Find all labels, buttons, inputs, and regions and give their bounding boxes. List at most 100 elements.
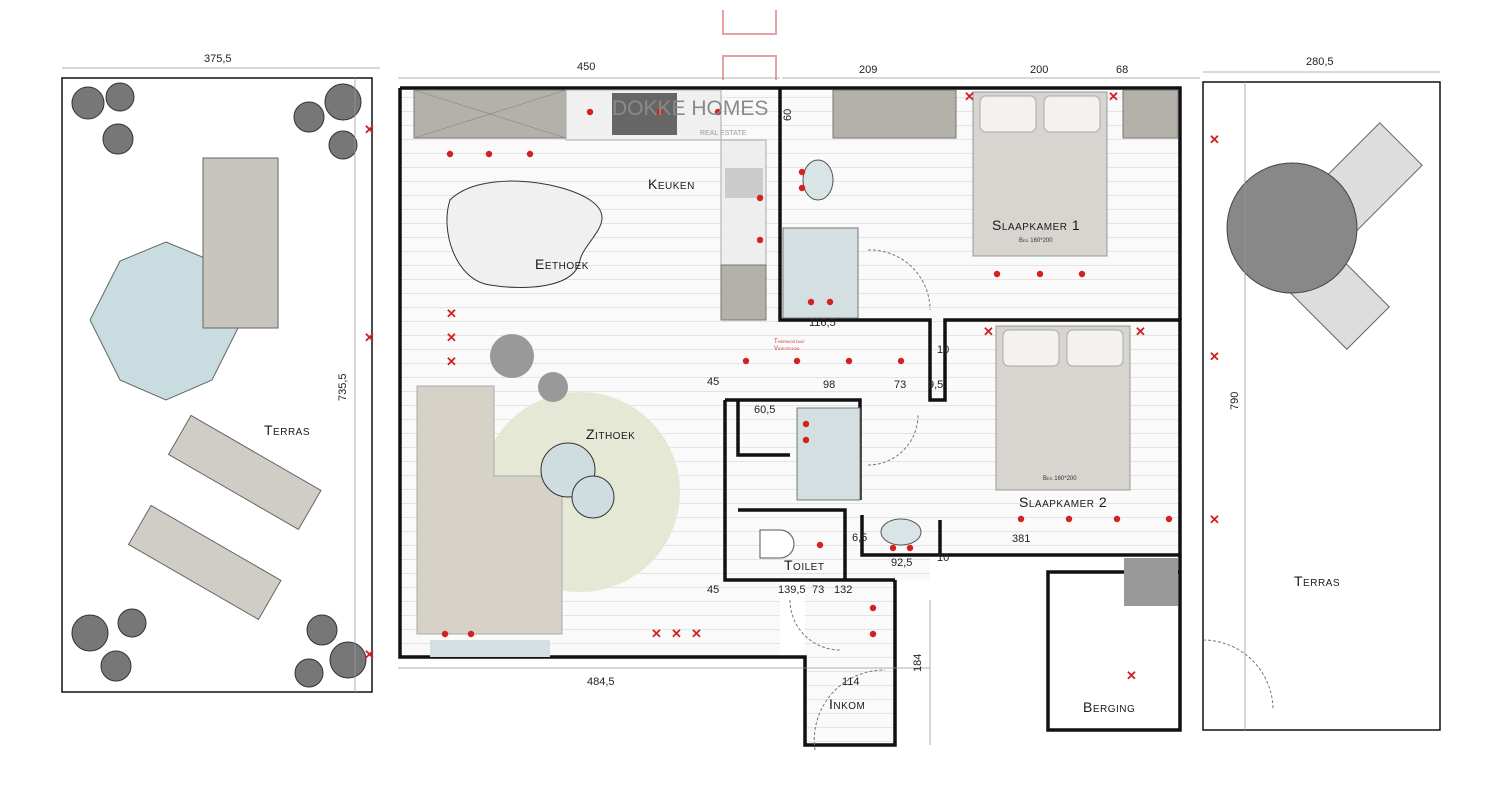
outlet-marker: ✕ (983, 324, 994, 339)
svg-text:484,5: 484,5 (587, 676, 615, 688)
washbasin-2 (880, 518, 922, 546)
outlet-marker: ✕ (1135, 324, 1146, 339)
outlet-marker: ✕ (964, 89, 975, 104)
shower-1 (782, 227, 859, 319)
electrical-point (807, 298, 815, 306)
outlet-marker: ✕ (1126, 668, 1137, 683)
svg-text:60,5: 60,5 (754, 404, 775, 416)
electrical-point (756, 194, 764, 202)
outlet-marker: ✕ (1108, 89, 1119, 104)
electrical-point (802, 436, 810, 444)
electrical-point (802, 420, 810, 428)
electrical-point (1078, 270, 1086, 278)
outlet-marker: ✕ (651, 626, 662, 641)
svg-text:10: 10 (937, 552, 949, 564)
bed-1-size: Bed 160*200 (1019, 238, 1053, 244)
electrical-point (441, 630, 449, 638)
outlet-marker: ✕ (1209, 512, 1220, 527)
watermark-brand: DOKKE HOMES (612, 97, 768, 120)
electrical-point (1113, 515, 1121, 523)
washbasin-1 (802, 159, 834, 201)
storage-unit (1124, 558, 1178, 606)
outlet-marker: ✕ (1209, 349, 1220, 364)
electrical-point (816, 541, 824, 549)
room-label-keuken: Keuken (648, 176, 695, 192)
dimension-labels: 375,5 450 209 200 68 280,5 735,5 790 60 … (204, 53, 1334, 688)
terrace-left-furniture (89, 157, 322, 621)
svg-text:132: 132 (834, 584, 852, 596)
electrical-point (869, 604, 877, 612)
electrical-point (906, 544, 914, 552)
tv-unit (430, 640, 550, 657)
electrical-point (793, 357, 801, 365)
svg-text:790: 790 (1229, 392, 1241, 410)
svg-text:68: 68 (1116, 64, 1128, 76)
thermostat-label: Thermostaat (774, 339, 805, 345)
electrical-point (485, 150, 493, 158)
svg-text:114: 114 (842, 676, 860, 688)
electrical-point (714, 108, 722, 116)
svg-text:98: 98 (823, 379, 835, 391)
bed-2 (995, 325, 1131, 491)
electrical-point (1017, 515, 1025, 523)
watermark-mark (722, 10, 777, 80)
electrical-point (742, 357, 750, 365)
toilet-bowl (759, 529, 795, 559)
plants (71, 82, 367, 688)
cooktop (612, 93, 677, 135)
walls (398, 86, 1182, 747)
electrical-points: ✕✕✕✕✕✕✕✕✕✕✕✕✕✕✕✕✕ (364, 89, 1220, 683)
wardrobe-1 (832, 89, 957, 139)
videophone-label: Videofoon (774, 346, 799, 352)
bed-1 (972, 91, 1108, 257)
svg-text:60: 60 (782, 109, 794, 121)
wardrobe-2 (1122, 89, 1179, 139)
electrical-point (756, 236, 764, 244)
side-table (571, 475, 615, 519)
outlet-marker: ✕ (364, 122, 375, 137)
outlet-marker: ✕ (446, 354, 457, 369)
svg-text:45: 45 (707, 376, 719, 388)
electrical-point (1065, 515, 1073, 523)
svg-text:116,5: 116,5 (809, 317, 836, 329)
svg-text:375,5: 375,5 (204, 53, 232, 65)
electrical-point (845, 357, 853, 365)
svg-text:200: 200 (1030, 64, 1048, 76)
room-label-terras-right: Terras (1294, 573, 1340, 589)
electrical-point (526, 150, 534, 158)
electrical-point (993, 270, 1001, 278)
room-label-slaapkamer-1: Slaapkamer 1 (992, 217, 1080, 233)
dimension-lines (62, 67, 1440, 745)
svg-text:45: 45 (707, 584, 719, 596)
electrical-point (467, 630, 475, 638)
svg-text:73: 73 (812, 584, 824, 596)
svg-text:209: 209 (859, 64, 877, 76)
svg-text:450: 450 (577, 61, 595, 73)
outlet-marker: ✕ (364, 647, 375, 662)
kitchen-units (413, 89, 767, 321)
watermark-tagline: REAL ESTATE (700, 130, 746, 137)
room-label-zithoek: Zithoek (586, 426, 635, 442)
watermark-logo: DOKKE HOMES REAL ESTATE (612, 97, 768, 137)
electrical-point (897, 357, 905, 365)
dining-table (446, 180, 603, 288)
outlet-marker: ✕ (446, 330, 457, 345)
electrical-point (1165, 515, 1173, 523)
room-label-berging: Berging (1083, 699, 1135, 715)
electrical-point (826, 298, 834, 306)
electrical-point (1036, 270, 1044, 278)
electrical-point (798, 184, 806, 192)
room-label-inkom: Inkom (829, 696, 865, 712)
svg-text:9,5: 9,5 (928, 379, 943, 391)
outlet-marker: ✕ (446, 306, 457, 321)
svg-text:10: 10 (937, 344, 949, 356)
svg-text:139,5: 139,5 (778, 584, 806, 596)
electrical-point (889, 544, 897, 552)
doors (789, 249, 1274, 751)
kitchen-sink (725, 168, 763, 198)
electrical-point (798, 168, 806, 176)
room-label-slaapkamer-2: Slaapkamer 2 (1019, 494, 1107, 510)
outlet-marker: ✕ (691, 626, 702, 641)
outlet-marker: ✕ (1209, 132, 1220, 147)
